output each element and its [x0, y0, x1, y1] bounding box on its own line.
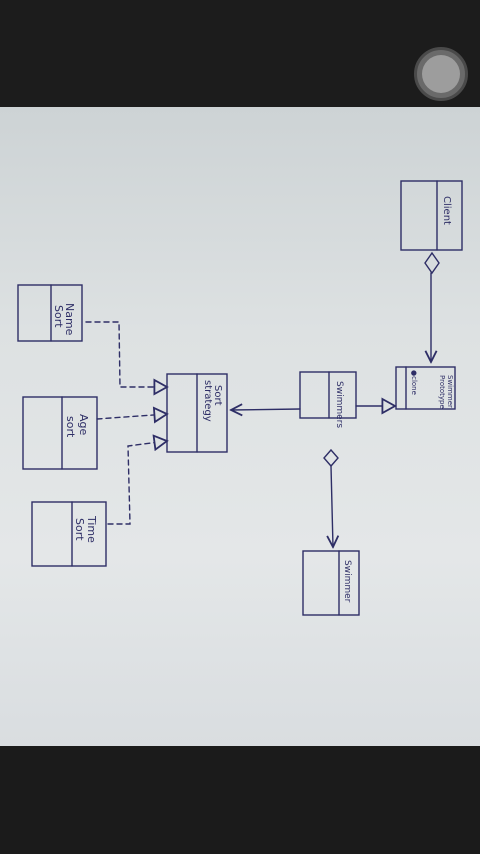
swimmers-to-strategy-arrow — [231, 409, 301, 410]
client-label: Client — [441, 196, 452, 225]
camera-top-bar — [0, 0, 480, 107]
camera-bottom-bar — [0, 746, 480, 854]
swimmer-box: Swimmer — [302, 550, 360, 616]
swimmer-prototype-box: Swimmer Prototype ●clone — [395, 366, 456, 410]
swimmers-box: Swimmers — [299, 371, 357, 428]
capture-button-inner — [422, 55, 460, 93]
prototype-method: ●clone — [410, 370, 418, 395]
client-to-prototype-link — [424, 251, 440, 362]
age-sort-line2: sort — [64, 416, 77, 438]
name-sort-realization — [85, 321, 167, 387]
age-sort-realization — [96, 414, 167, 419]
age-sort-line1: Age — [77, 414, 90, 436]
prototype-line2: Prototype — [438, 375, 446, 409]
age-sort-box: Age sort — [22, 396, 98, 470]
client-box: Client — [400, 180, 463, 251]
prototype-line1: Swimmer — [446, 375, 454, 408]
swimmers-to-swimmer-link — [323, 448, 338, 547]
time-sort-realization — [107, 441, 167, 525]
strategy-line1: Sort — [212, 385, 223, 406]
time-sort-box: Time Sort — [31, 501, 107, 567]
name-sort-line2: Sort — [52, 305, 65, 328]
paper-photo — [0, 107, 480, 746]
name-sort-box: Name Sort — [17, 284, 83, 342]
swimmer-label: Swimmer — [342, 560, 352, 603]
name-sort-line1: Name — [63, 303, 76, 336]
capture-button[interactable] — [414, 47, 468, 101]
swimmers-label: Swimmers — [334, 381, 344, 428]
sort-strategy-box: Sort strategy — [166, 373, 228, 453]
time-sort-line2: Sort — [73, 518, 86, 541]
time-sort-line1: Time — [85, 515, 98, 543]
strategy-line2: strategy — [202, 380, 213, 422]
